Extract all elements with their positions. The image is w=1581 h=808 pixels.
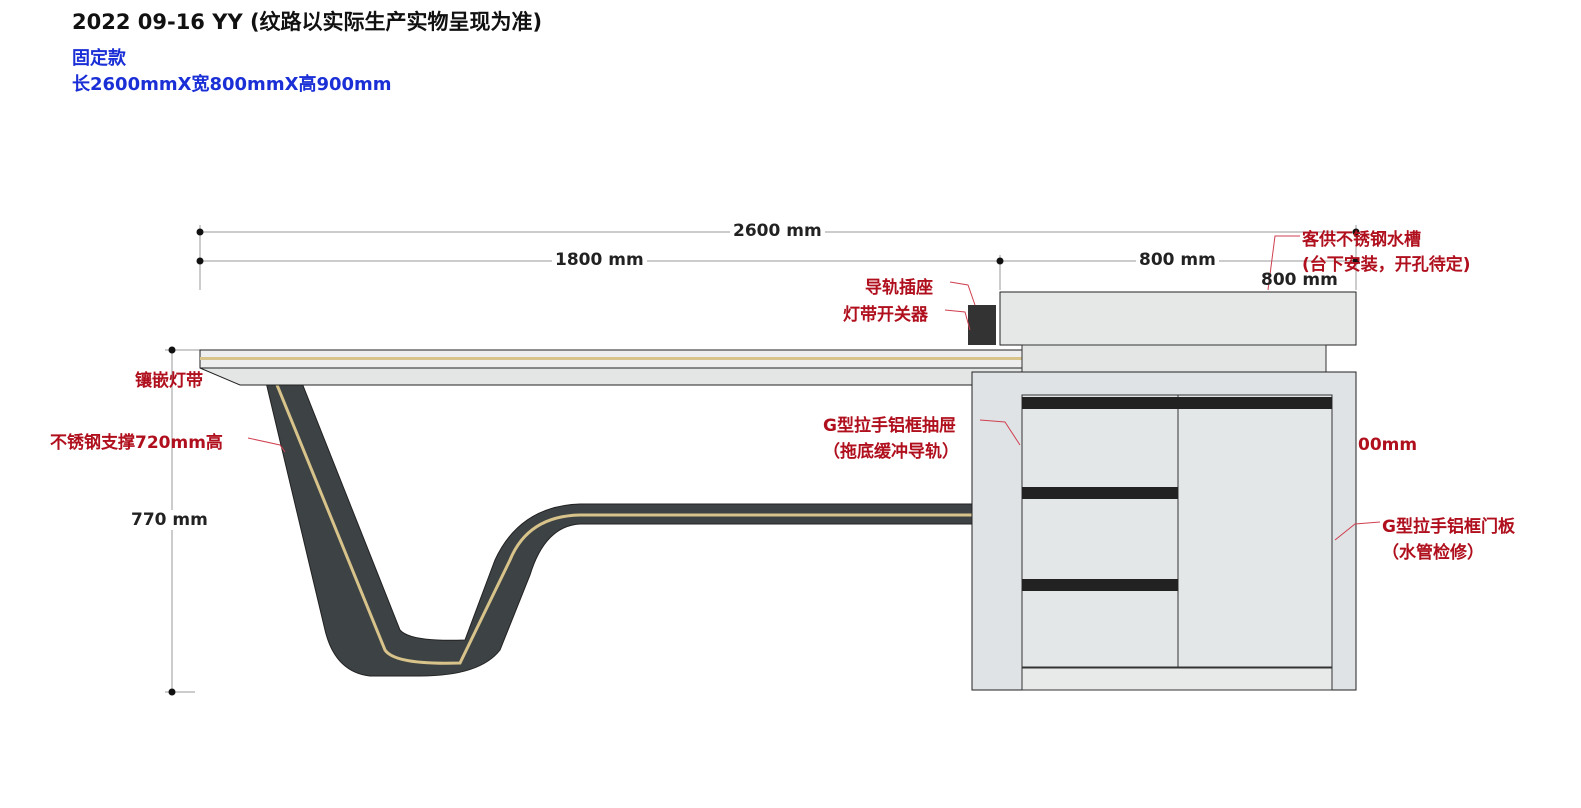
label-switch: 灯带开关器 <box>843 305 928 325</box>
stainless-support <box>264 377 991 677</box>
label-sink-note: (台下安装，开孔待定) <box>1302 255 1471 275</box>
label-support: 不锈钢支撑720mm高 <box>50 433 223 453</box>
dim-total: 2600 mm <box>730 221 825 241</box>
label-door: G型拉手铝框门板 <box>1382 517 1515 537</box>
label-drawer-note: （拖底缓冲导轨） <box>823 442 959 462</box>
label-sink: 客供不锈钢水槽 <box>1302 230 1421 250</box>
product-type: 固定款 <box>72 48 126 69</box>
dim-depth: 800 mm <box>1261 270 1338 290</box>
page-title: 2022 09-16 YY (纹路以实际生产实物呈现为准) <box>72 10 543 34</box>
dim-desk: 1800 mm <box>552 250 647 270</box>
label-drawer: G型拉手铝框抽屉 <box>823 416 956 436</box>
product-size: 长2600mmX宽800mmX高900mm <box>72 74 392 95</box>
label-door-note: （水管检修） <box>1382 543 1484 563</box>
label-socket: 导轨插座 <box>865 278 933 298</box>
socket <box>968 305 996 345</box>
label-led: 镶嵌灯带 <box>135 371 203 391</box>
sink-box <box>999 291 1357 346</box>
dim-height: 770 mm <box>128 510 211 530</box>
dim-cabinet-height: 00mm <box>1358 435 1418 455</box>
dim-cabinet: 800 mm <box>1136 250 1219 270</box>
